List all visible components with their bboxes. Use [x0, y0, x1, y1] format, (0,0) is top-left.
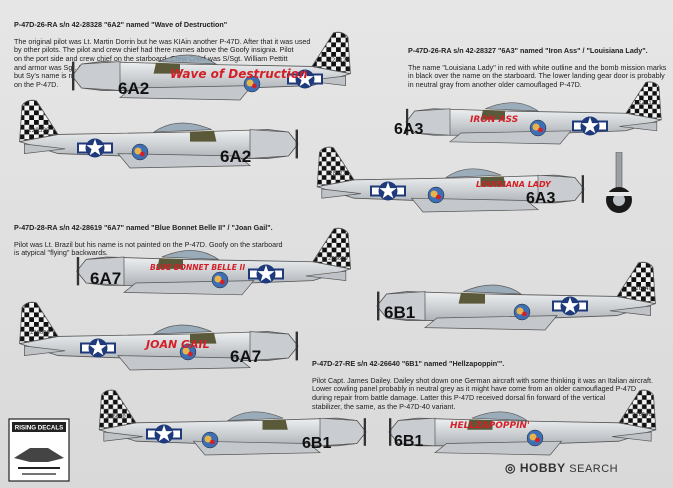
plane-6a3-lou-serial: 228327	[326, 171, 346, 177]
plane-6a3-name: IRON ASS	[470, 115, 518, 125]
caption-6a3-body: The name "Louisiana Lady" in red with wh…	[408, 62, 667, 89]
caption-6b1-body: Pilot Capt. James Dailey. Dailey shot do…	[312, 375, 654, 411]
watermark-brand: HOBBY	[519, 461, 566, 475]
rising-decals-logo: RISING DECALS	[8, 418, 70, 482]
caption-6a7-body: Pilot was Lt. Brazil but his name is not…	[14, 239, 283, 258]
caption-6b1-title: P-47D-27-RE s/n 42-26640 "6B1" named "He…	[312, 358, 505, 368]
plane-6a7-sb-code: 6A7	[230, 347, 261, 366]
watermark-suffix: SEARCH	[569, 463, 619, 475]
wheel-detail	[604, 151, 634, 221]
caption-6a3-title: P-47D-26-RA s/n 42-28327 "6A3" named "Ir…	[408, 45, 648, 55]
plane-6b1-hz-code: 6B1	[394, 433, 423, 450]
logo-text: RISING DECALS	[15, 425, 63, 432]
plane-6b1-sb-serial: 226640	[106, 414, 126, 420]
plane-6a2-sb-serial: 228328	[28, 127, 50, 134]
caption-6a3: P-47D-26-RA s/n 42-28327 "6A3" named "Ir…	[408, 38, 668, 90]
plane-6a3-starboard: 6A3 IRON ASS 228327	[380, 81, 670, 152]
plane-6a3-lou-name: LOUISIANA LADY	[476, 180, 552, 189]
plane-6b1-code: 6B1	[384, 303, 415, 322]
plane-6a7-starboard: 6A7 JOAN GAIL 228619	[10, 300, 305, 384]
plane-6a7-serial: 228619	[328, 256, 348, 262]
caption-6a7-title: P-47D-28-RA s/n 42-28619 "6A7" named "Bl…	[14, 222, 273, 232]
plane-6a2-serial: 228328	[328, 57, 350, 64]
hobby-search-watermark: ◎ HOBBY SEARCH	[505, 461, 618, 475]
plane-6a2-starboard: 6A2 228328	[10, 99, 310, 180]
plane-6a2-name: Wave of Destruction	[170, 67, 308, 81]
plane-6a3-code: 6A3	[394, 121, 423, 138]
plane-6b1-sb-code: 6B1	[302, 435, 331, 452]
plane-6b1-hellzapoppin: 6B1 HELLZAPOPPIN' 226640	[380, 389, 665, 470]
plane-6b1-hz-name: HELLZAPOPPIN'	[450, 421, 530, 431]
plane-6b1-serial: 226640	[632, 286, 652, 292]
plane-6a3-serial: 228327	[638, 100, 658, 106]
plane-6a2-code: 6A2	[118, 79, 149, 98]
plane-6a7-sb-serial: 228619	[30, 330, 50, 336]
plane-6b1-hz-serial: 226640	[632, 412, 652, 418]
plane-6a7-port: 6A7 BLUE BONNET BELLE II 228619	[70, 224, 360, 308]
plane-6b1-port: 6B1 226640	[370, 261, 665, 346]
watermark-icon: ◎	[505, 461, 520, 475]
plane-6a3-lou-code: 6A3	[526, 190, 555, 207]
plane-6a3-louisiana: 6A3 LOUISIANA LADY 228327	[308, 145, 588, 225]
plane-6a2-port: 6A2 Wave of Destruction 228328	[60, 28, 360, 118]
caption-6b1: P-47D-27-RE s/n 42-26640 "6B1" named "He…	[312, 351, 672, 411]
caption-6a7: P-47D-28-RA s/n 42-28619 "6A7" named "Bl…	[14, 215, 324, 258]
plane-6b1-starboard: 6B1 226640	[90, 389, 380, 470]
plane-6a7-code: 6A7	[90, 269, 121, 288]
plane-6a7-name: BLUE BONNET BELLE II	[150, 263, 245, 272]
plane-6a2-sb-code: 6A2	[220, 147, 251, 166]
caption-6a2-title: P-47D-26-RA s/n 42-28328 "6A2" named "Wa…	[14, 19, 228, 29]
plane-6a7-sb-name: JOAN GAIL	[144, 338, 210, 351]
